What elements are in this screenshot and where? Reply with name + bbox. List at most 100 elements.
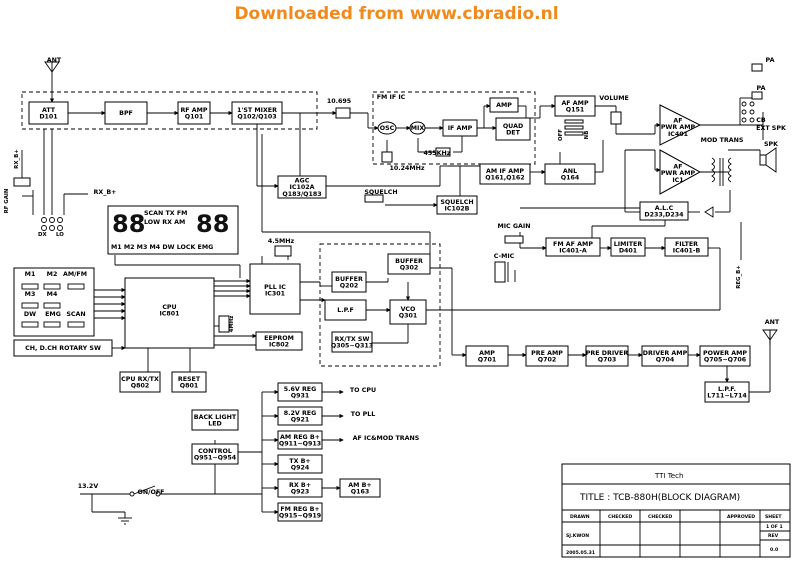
pre-driver-box: [585, 345, 629, 367]
cpu-rxtx-label-1: CPU RX/TX: [121, 376, 159, 383]
reg-5-6-label-2: Q931: [291, 393, 310, 400]
rx-frontend-group: [21, 91, 318, 130]
squelch-ic-box: [436, 195, 478, 215]
pa-jack-label: PA: [766, 57, 775, 64]
limiter-box: [610, 237, 646, 257]
filter-10-695-label: 10.695: [327, 98, 351, 105]
lcd-top-line2: LOW RX AM: [144, 219, 185, 226]
antenna-right-symbol: [762, 329, 778, 345]
am-reg-label-1: AM REG B+: [280, 434, 320, 441]
af-pwr-amp1-triangle: [659, 104, 702, 146]
crystal-4mhz-symbol: [218, 315, 230, 333]
c-mic-label: C-MIC: [494, 253, 515, 260]
cpu-rxtx-label-2: Q802: [131, 383, 150, 390]
tx-b-label-1: TX B+: [289, 458, 310, 465]
crystal-455-symbol: [435, 147, 451, 157]
driver-amp-box: [641, 345, 689, 367]
squelch-pot-label: SQUELCH: [364, 189, 397, 196]
reg-8-2-label-1: 8.2V REG: [284, 410, 317, 417]
buffer-q302-box: [387, 253, 431, 275]
agc-label-1: AGC: [295, 178, 310, 185]
buffer-q302-label-2: Q302: [400, 265, 419, 272]
xtal-455-label: 455KHz: [424, 150, 451, 157]
mixer1-label-2: Q102/Q103: [237, 114, 276, 121]
drawing-date: 2005.05.31: [566, 550, 595, 556]
osc-label: OSC: [380, 125, 395, 132]
dx-lo-label-2: LO: [56, 232, 64, 238]
rev-label: REV: [768, 533, 779, 539]
power-amp-label-1: POWER AMP: [703, 350, 747, 357]
limiter-label-1: LIMITER: [614, 241, 643, 248]
vco-label-1: VCO: [401, 306, 416, 313]
dx-lo-switch-symbol: [41, 217, 63, 231]
header-approved: APPROVED: [727, 514, 755, 520]
to-cpu-label: TO CPU: [350, 387, 376, 394]
anl-label-1: ANL: [563, 168, 577, 175]
am-q163-label-1: AM B+: [348, 482, 371, 489]
cpu-rxtx-box: [119, 371, 161, 393]
eeprom-label-1: EEPROM: [264, 335, 294, 342]
block-boxes: [28, 95, 751, 522]
switch-pa-label: PA: [757, 85, 766, 92]
fm-reg-box: [277, 502, 323, 522]
key-emg-label: EMG: [45, 311, 61, 318]
squelch-ic-label-1: SQUELCH: [440, 199, 473, 206]
pre-driver-label-2: Q703: [598, 357, 617, 364]
af-pwr-amp2-label-3: IC1: [672, 177, 683, 184]
squelch-ic-label-2: IC102B: [445, 206, 470, 213]
keypad-buttons: [21, 283, 85, 328]
driver-amp-label-2: Q704: [656, 357, 675, 364]
lpf-tx-label-2: L711~L714: [707, 393, 747, 400]
ext-spk-jack-label: EXT SPK: [756, 125, 787, 132]
filter-b-box: [664, 237, 709, 257]
pll-ic-label-2: IC301: [265, 291, 285, 298]
switch-off-label: OFF: [558, 129, 564, 141]
mic-gain-pot-symbol: [504, 235, 524, 244]
rx-b-label: RX_B+: [94, 189, 117, 196]
key-m3-label: M3: [25, 291, 36, 298]
reg-5-6-box: [277, 382, 323, 402]
squelch-pot-symbol: [364, 194, 384, 203]
key-m2-label: M2: [47, 271, 58, 278]
am-reg-label-2: Q911~Q913: [279, 441, 321, 448]
mixer1-label-1: 1'ST MIXER: [237, 107, 277, 114]
keypad-box: [13, 267, 95, 337]
pre-amp-label-1: PRE AMP: [531, 350, 563, 357]
tx-b-box: [277, 454, 323, 474]
am-q163-box: [339, 478, 381, 498]
pa-jack-symbol: [751, 63, 763, 100]
if-amp-box: [442, 119, 478, 137]
fm-if-ic-group: [372, 91, 536, 165]
tx-amp-box: [465, 345, 509, 367]
alc-diode-symbol: [704, 206, 714, 218]
back-light-label-1: BACK LIGHT: [194, 414, 237, 421]
fm-af-amp-label-2: IC401-A: [559, 248, 587, 255]
rf-amp-box: [177, 101, 211, 125]
crystal-4-5-symbol: [274, 245, 292, 257]
af-amp-q151-label-1: AF AMP: [561, 100, 589, 107]
rx-b-q923-label-2: Q923: [291, 489, 310, 496]
control-label-2: Q951~Q954: [194, 455, 237, 462]
pll-loop-group: [319, 243, 441, 367]
reg-5-6-label-1: 5.6V REG: [284, 386, 317, 393]
lcd-top-line1: SCAN TX FM: [144, 210, 187, 217]
lcd-display-box: [107, 205, 239, 255]
filter-b-label-1: FILTER: [675, 241, 698, 248]
bpf-label: BPF: [119, 110, 133, 117]
spk-label: SPK: [764, 141, 779, 148]
ant-right-label: ANT: [765, 319, 780, 326]
on-off-switch-symbol: [129, 485, 161, 497]
buffer-q302-label-1: BUFFER: [395, 258, 423, 265]
af-pwr-amp2-triangle: [659, 149, 702, 195]
pa-cb-switch-symbol: [741, 101, 755, 123]
reset-label-1: RESET: [178, 376, 201, 383]
back-light-box: [191, 409, 239, 431]
rf-gain-label: RF GAIN: [4, 188, 10, 213]
rotary-sw-label: CH, D.CH ROTARY SW: [25, 345, 101, 352]
pre-amp-box: [525, 345, 569, 367]
dx-lo-label-1: DX: [38, 232, 47, 238]
reset-box: [171, 371, 207, 393]
xtal-10-24-label: 10.24MHz: [389, 165, 424, 172]
af-pwr-amp1-label-3: IC401: [668, 131, 688, 138]
